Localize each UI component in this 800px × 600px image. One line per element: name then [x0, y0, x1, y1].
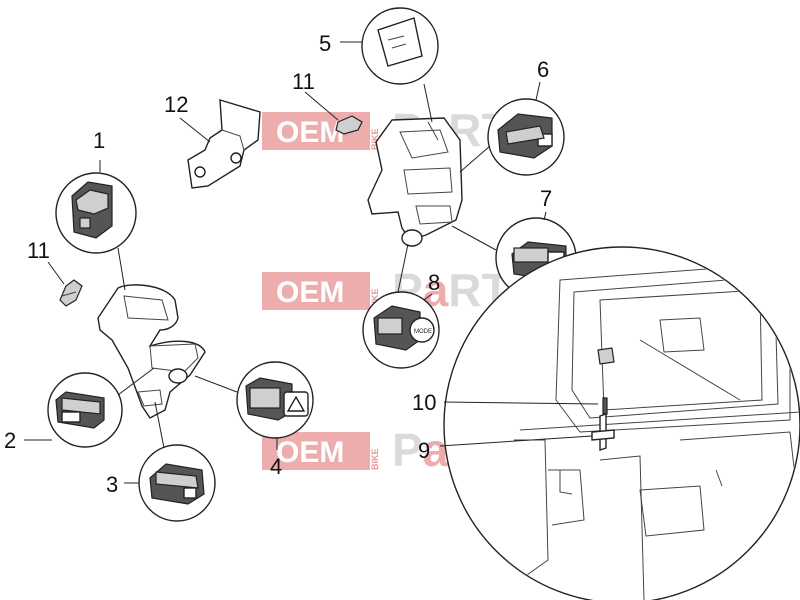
part-5-detail	[340, 7, 439, 123]
watermark-bike-text: BIKE	[370, 288, 380, 310]
callout-7: 7	[540, 186, 552, 211]
callout-8: 8	[428, 270, 440, 295]
left-switch-housing	[97, 284, 206, 419]
watermark-bike-text: BIKE	[370, 448, 380, 470]
watermark-oem-text: OEM	[276, 436, 344, 469]
part-11-right-bulb	[304, 91, 363, 135]
callout-11-right: 11	[292, 69, 315, 94]
watermark-oem-text: OEM	[276, 276, 344, 309]
callout-10: 10	[412, 390, 436, 415]
callout-12: 12	[164, 92, 188, 117]
part-11-left-bulb	[47, 261, 83, 307]
part-4-detail	[194, 361, 314, 450]
callout-2: 2	[4, 428, 16, 453]
right-switch-housing	[367, 117, 463, 247]
callout-11-left: 11	[27, 238, 50, 263]
callout-6: 6	[537, 57, 549, 82]
watermark-bike-text: BIKE	[370, 128, 380, 150]
part-12-bracket	[179, 99, 261, 189]
part-3-detail	[124, 401, 216, 522]
callout-5: 5	[319, 31, 331, 56]
switch-8-label: MODE	[414, 329, 432, 335]
part-2-detail	[24, 367, 155, 448]
callout-3: 3	[106, 472, 118, 497]
part-8-detail: MODE	[362, 243, 440, 369]
callout-9: 9	[418, 438, 430, 463]
part-6-detail	[459, 81, 565, 176]
glovebox-inset	[439, 246, 800, 600]
watermark-oem-text: OEM	[276, 116, 344, 149]
callout-1: 1	[93, 128, 105, 153]
callout-4: 4	[270, 454, 282, 479]
part-1-detail	[55, 160, 137, 291]
